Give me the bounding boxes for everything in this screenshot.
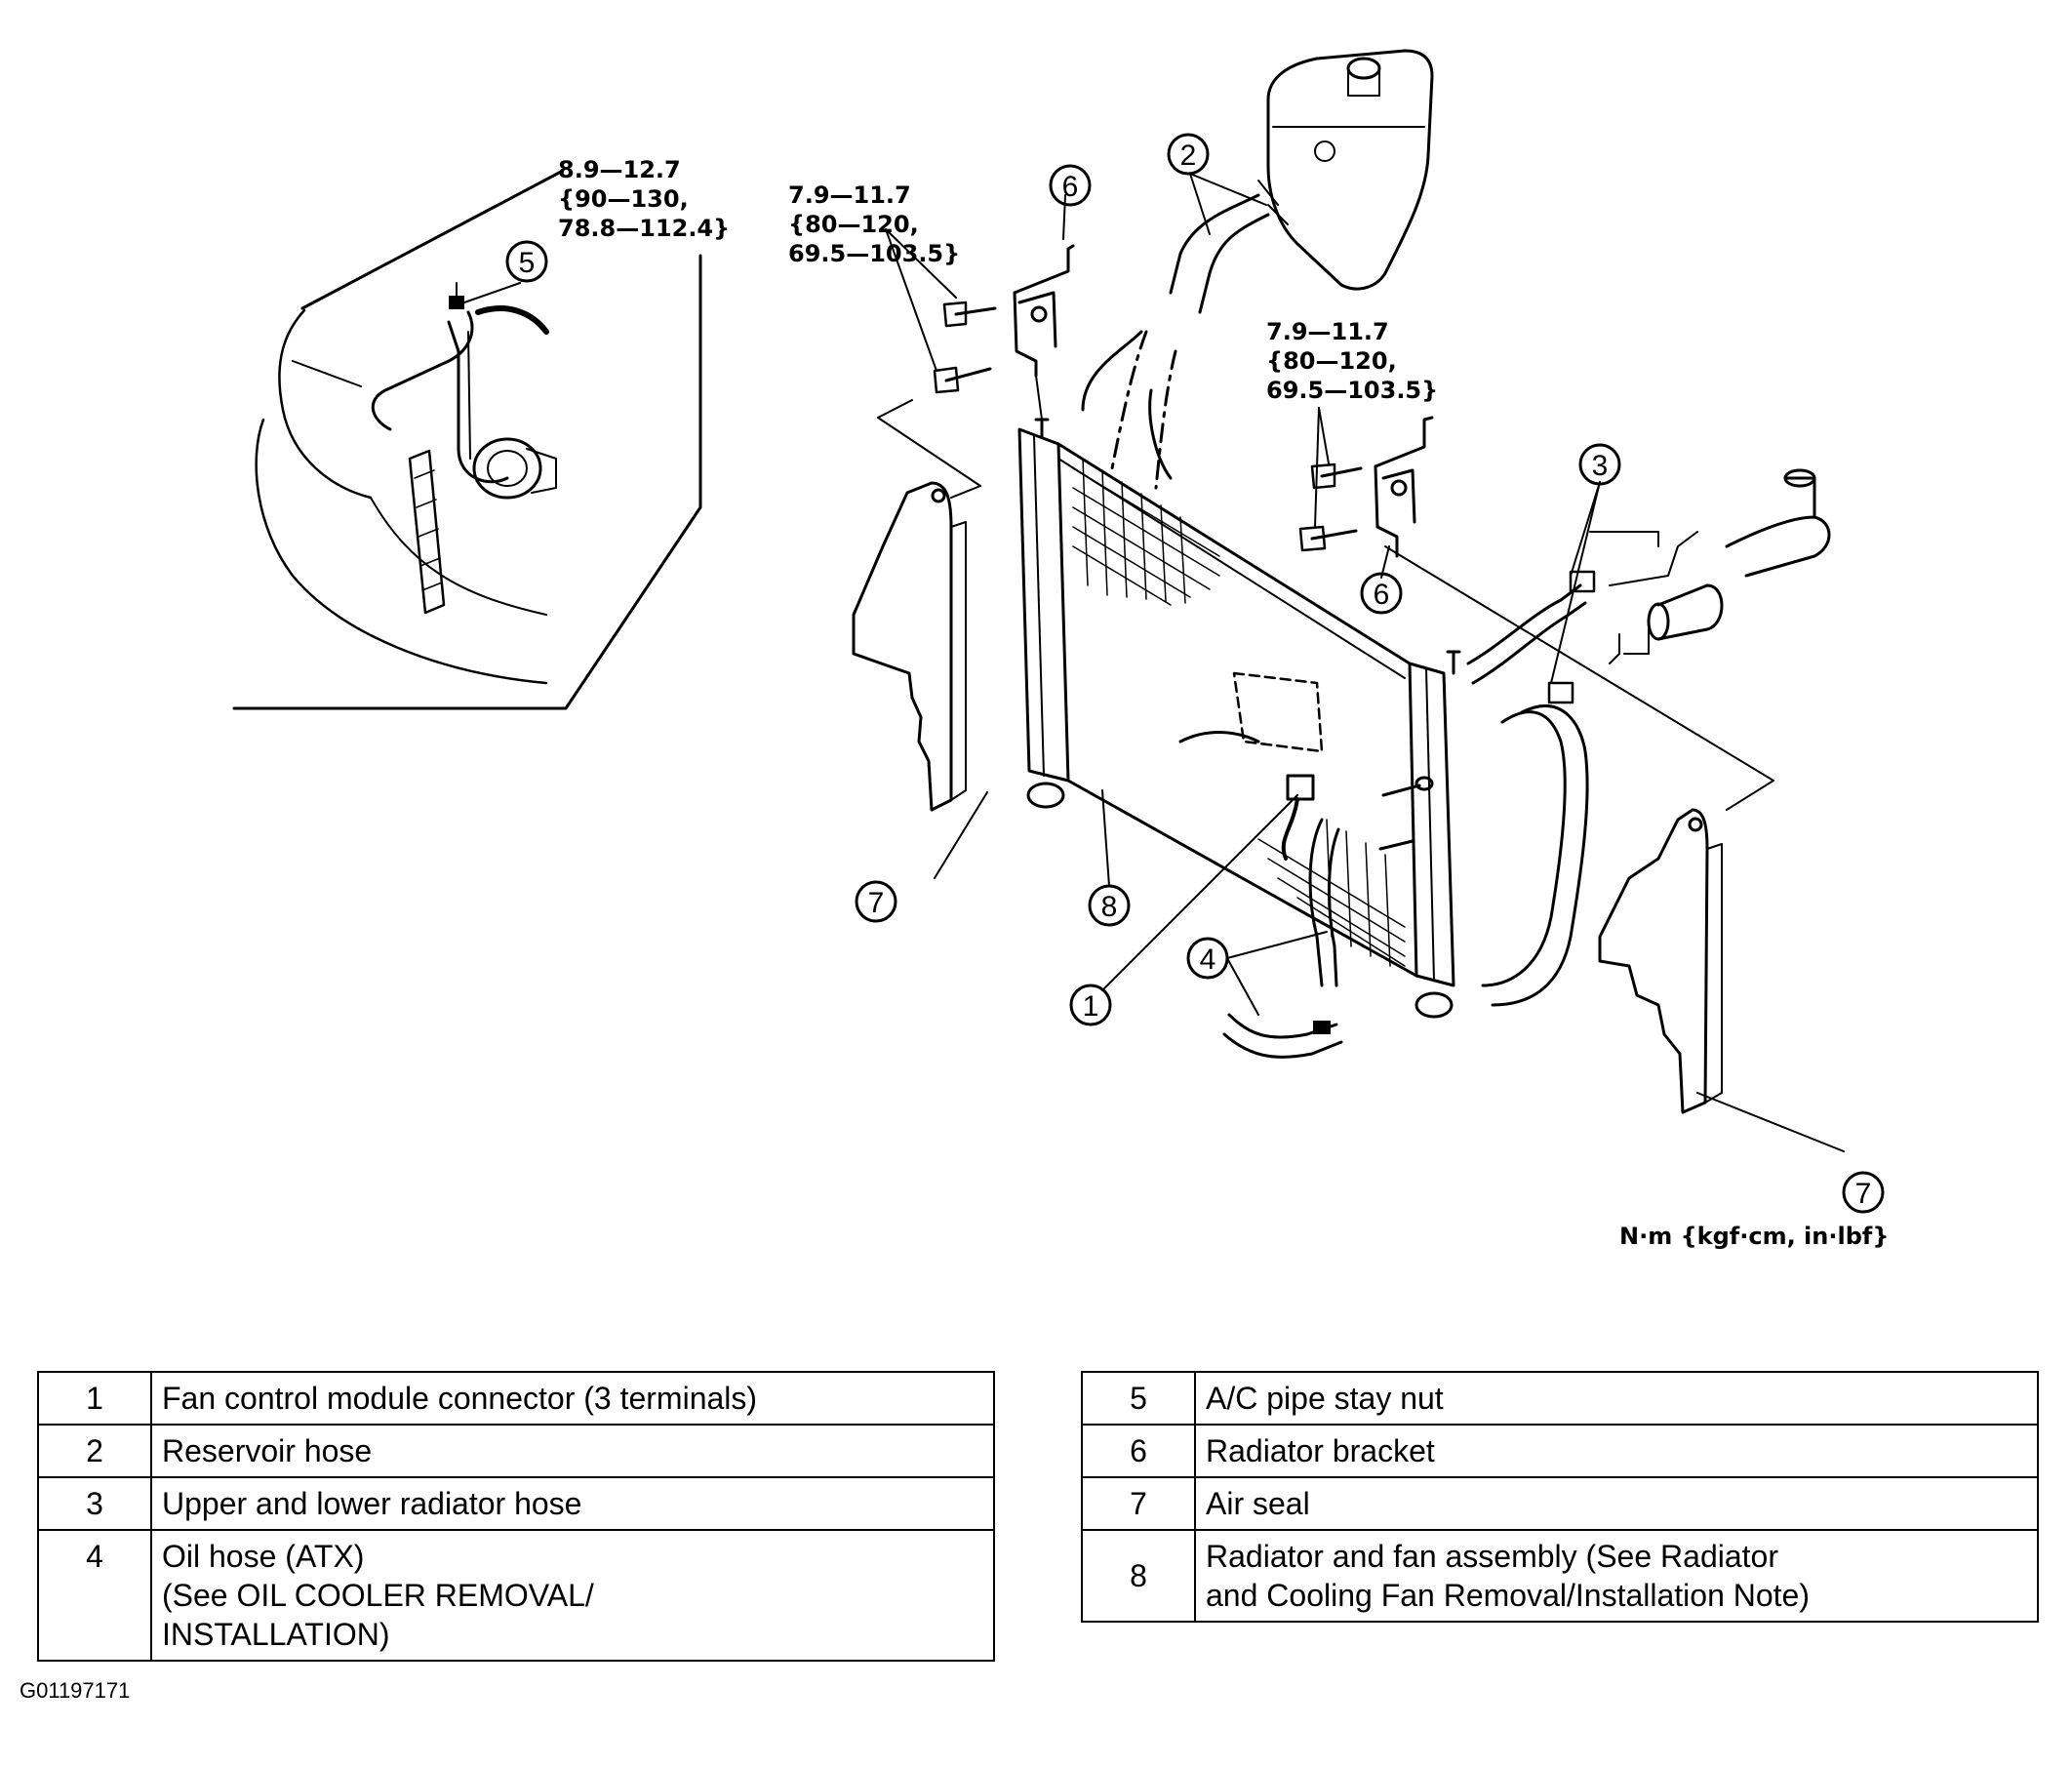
units-note: N·m {kgf·cm, in·lbf} (1619, 1223, 1889, 1250)
legend-number: 5 (1081, 1371, 1196, 1426)
svg-text:1: 1 (1083, 990, 1099, 1023)
svg-text:2: 2 (1180, 140, 1197, 172)
svg-text:7: 7 (868, 887, 885, 919)
svg-text:6: 6 (1374, 579, 1390, 611)
svg-text:3: 3 (1592, 450, 1609, 482)
legend-description: Upper and lower radiator hose (150, 1476, 995, 1531)
legend-description: A/C pipe stay nut (1194, 1371, 2039, 1426)
legend-row: 6 Radiator bracket (1081, 1424, 2039, 1478)
svg-text:69.5—103.5}: 69.5—103.5} (1266, 377, 1438, 404)
callout-6-right: 6 (1360, 572, 1403, 615)
callout-2: 2 (1167, 133, 1210, 176)
legend-number: 8 (1081, 1529, 1196, 1623)
torque-spec-bracket-right: 7.9—11.7 {80—120, 69.5—103.5} (1266, 318, 1438, 404)
svg-text:7: 7 (1855, 1178, 1872, 1210)
svg-text:8: 8 (1101, 891, 1118, 923)
svg-text:78.8—112.4}: 78.8—112.4} (558, 215, 730, 242)
legend-number: 2 (37, 1424, 152, 1478)
air-seal-left (852, 481, 967, 812)
reservoir-tank (1266, 49, 1434, 291)
callout-8: 8 (1088, 884, 1131, 927)
legend-description: Air seal (1194, 1476, 2039, 1531)
svg-text:7.9—11.7: 7.9—11.7 (1266, 318, 1389, 345)
svg-text:5: 5 (519, 247, 536, 279)
svg-text:4: 4 (1200, 944, 1216, 976)
legend-row: 8 Radiator and fan assembly (See Radiato… (1081, 1529, 2039, 1623)
legend-row: 5 A/C pipe stay nut (1081, 1371, 2039, 1426)
legend-description: Oil hose (ATX) (See OIL COOLER REMOVAL/ … (150, 1529, 995, 1662)
svg-text:6: 6 (1062, 171, 1079, 203)
leader-lines (463, 173, 1845, 1152)
legend-row: 3 Upper and lower radiator hose (37, 1476, 995, 1531)
radiator-bracket-upper (933, 244, 1075, 421)
legend-number: 6 (1081, 1424, 1196, 1478)
callout-3: 3 (1578, 443, 1621, 486)
legend-number: 3 (37, 1476, 152, 1531)
callout-1: 1 (1069, 984, 1112, 1026)
svg-text:{80—120,: {80—120, (788, 211, 919, 238)
torque-spec-bracket-upper: 7.9—11.7 {80—120, 69.5—103.5} (788, 181, 960, 267)
radiator-hoses (1466, 468, 1831, 1007)
legend-row: 4 Oil hose (ATX) (See OIL COOLER REMOVAL… (37, 1529, 995, 1662)
oil-hoses (1222, 818, 1343, 1059)
svg-text:69.5—103.5}: 69.5—103.5} (788, 240, 960, 267)
legend-description: Fan control module connector (3 terminal… (150, 1371, 995, 1426)
svg-text:7.9—11.7: 7.9—11.7 (788, 181, 911, 209)
svg-text:{80—120,: {80—120, (1266, 347, 1397, 375)
svg-text:{90—130,: {90—130, (558, 185, 689, 213)
legend-description: Reservoir hose (150, 1424, 995, 1478)
callout-7-right: 7 (1842, 1171, 1885, 1214)
callout-4: 4 (1186, 937, 1229, 980)
legend-description: Radiator and fan assembly (See Radiator … (1194, 1529, 2039, 1623)
figure-id: G01197171 (20, 1678, 131, 1703)
air-seal-right (1598, 808, 1723, 1114)
legend-row: 1 Fan control module connector (3 termin… (37, 1371, 995, 1426)
legend-number: 7 (1081, 1476, 1196, 1531)
svg-text:8.9—12.7: 8.9—12.7 (558, 156, 681, 183)
legend-description: Radiator bracket (1194, 1424, 2039, 1478)
ac-inset (232, 170, 702, 710)
radiator-assembly (1017, 418, 1461, 1019)
legend-number: 1 (37, 1371, 152, 1426)
legend-row: 7 Air seal (1081, 1476, 2039, 1531)
legend-number: 4 (37, 1529, 152, 1662)
reservoir-hose (1081, 180, 1289, 490)
legend-table-right: 5 A/C pipe stay nut 6 Radiator bracket 7… (1081, 1371, 2039, 1623)
radiator-bracket-right (1298, 416, 1434, 558)
legend-row: 2 Reservoir hose (37, 1424, 995, 1478)
callout-6-upper: 6 (1049, 164, 1092, 207)
callout-7-left: 7 (855, 880, 897, 923)
torque-spec-ac-nut: 8.9—12.7 {90—130, 78.8—112.4} (558, 156, 730, 242)
callout-5: 5 (505, 240, 548, 283)
legend-table-left: 1 Fan control module connector (3 termin… (37, 1371, 995, 1662)
